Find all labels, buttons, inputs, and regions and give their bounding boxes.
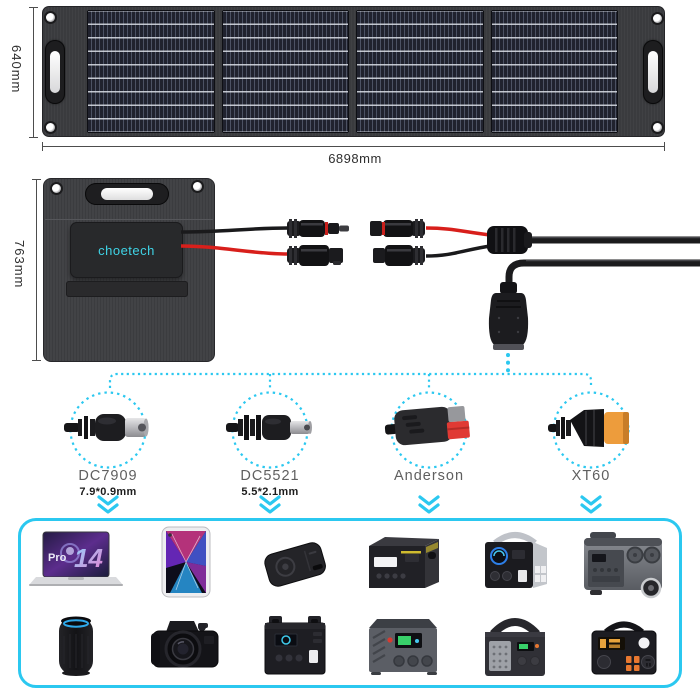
solar-cell-section-1 (87, 10, 215, 133)
device-power-station-arch-handle (460, 606, 570, 682)
device-power-station-orange-outlets (569, 606, 679, 682)
compatible-devices-box: Pro 14 (18, 518, 682, 688)
connector-label-anderson: Anderson (393, 468, 465, 484)
solar-cell-section-2 (221, 10, 349, 133)
dc7909-barrel-connector-icon (64, 414, 149, 441)
grommet-icon (46, 13, 55, 22)
anderson-connector-icon (384, 406, 470, 446)
device-tablet (131, 524, 241, 600)
height-dimension-line-640 (29, 7, 38, 138)
choetech-logo: choetech (98, 242, 155, 258)
connector-label-dc5521: DC5521 5.5*2.1mm (240, 468, 300, 498)
carry-handle-cutout (85, 183, 169, 205)
laptop-screen-number: 14 (74, 543, 103, 573)
double-chevron-down-icon (97, 495, 602, 514)
grommet-icon (46, 123, 55, 132)
device-power-station-black (350, 524, 460, 600)
width-dimension-line-6898 (42, 142, 665, 151)
solar-cell-section-3 (356, 10, 484, 133)
mc4-connector-female-icon (370, 219, 425, 238)
panel-height-label: 640mm (9, 45, 24, 94)
carry-handle-cutout (643, 40, 663, 104)
panel-width-label: 6898mm (328, 151, 382, 166)
connector-option-circles (69, 391, 630, 469)
unfolded-solar-panel (42, 6, 665, 137)
device-laptop: Pro 14 (21, 525, 131, 599)
y-splitter-icon (487, 226, 532, 254)
device-smart-speaker (21, 606, 131, 682)
splitter-input-wires (425, 226, 491, 258)
device-camera (131, 606, 241, 682)
device-power-bank (240, 524, 350, 600)
mc4-connector-female-icon (287, 245, 343, 266)
main-output-cable (530, 236, 700, 244)
adapter-cable (505, 259, 700, 286)
folded-height-label: 763mm (12, 240, 27, 289)
grommet-icon (653, 14, 662, 23)
grommet-icon (193, 182, 202, 191)
device-row-1: Pro 14 (21, 521, 679, 603)
connector-label-dc7909: DC7909 7.9*0.9mm (78, 468, 138, 498)
elastic-strap (66, 281, 188, 297)
device-row-2 (21, 603, 679, 685)
grommet-icon (52, 184, 61, 193)
device-power-station-silver-handle (460, 524, 570, 600)
fabric-seam (45, 219, 213, 220)
folded-solar-panel: choetech (43, 178, 215, 362)
solar-cell-section-4 (490, 10, 618, 133)
device-power-station-cube (240, 606, 350, 682)
dc5521-barrel-connector-icon (226, 415, 312, 440)
mc4-connector-male-icon (373, 245, 425, 266)
connector-label-xt60: XT60 (571, 468, 611, 484)
height-dimension-line-763 (32, 179, 41, 361)
carry-handle-cutout (45, 40, 65, 104)
dc-output-adapter-icon (488, 282, 529, 350)
mc4-connector-male-icon (287, 219, 349, 238)
laptop-screen-text: Pro (48, 552, 67, 564)
device-power-station-wheeled (569, 524, 679, 600)
solar-cell-sections (87, 10, 618, 133)
xt60-connector-icon (548, 409, 629, 447)
device-power-station-green-display (350, 606, 460, 682)
accessory-pocket: choetech (70, 222, 183, 278)
grommet-icon (653, 123, 662, 132)
